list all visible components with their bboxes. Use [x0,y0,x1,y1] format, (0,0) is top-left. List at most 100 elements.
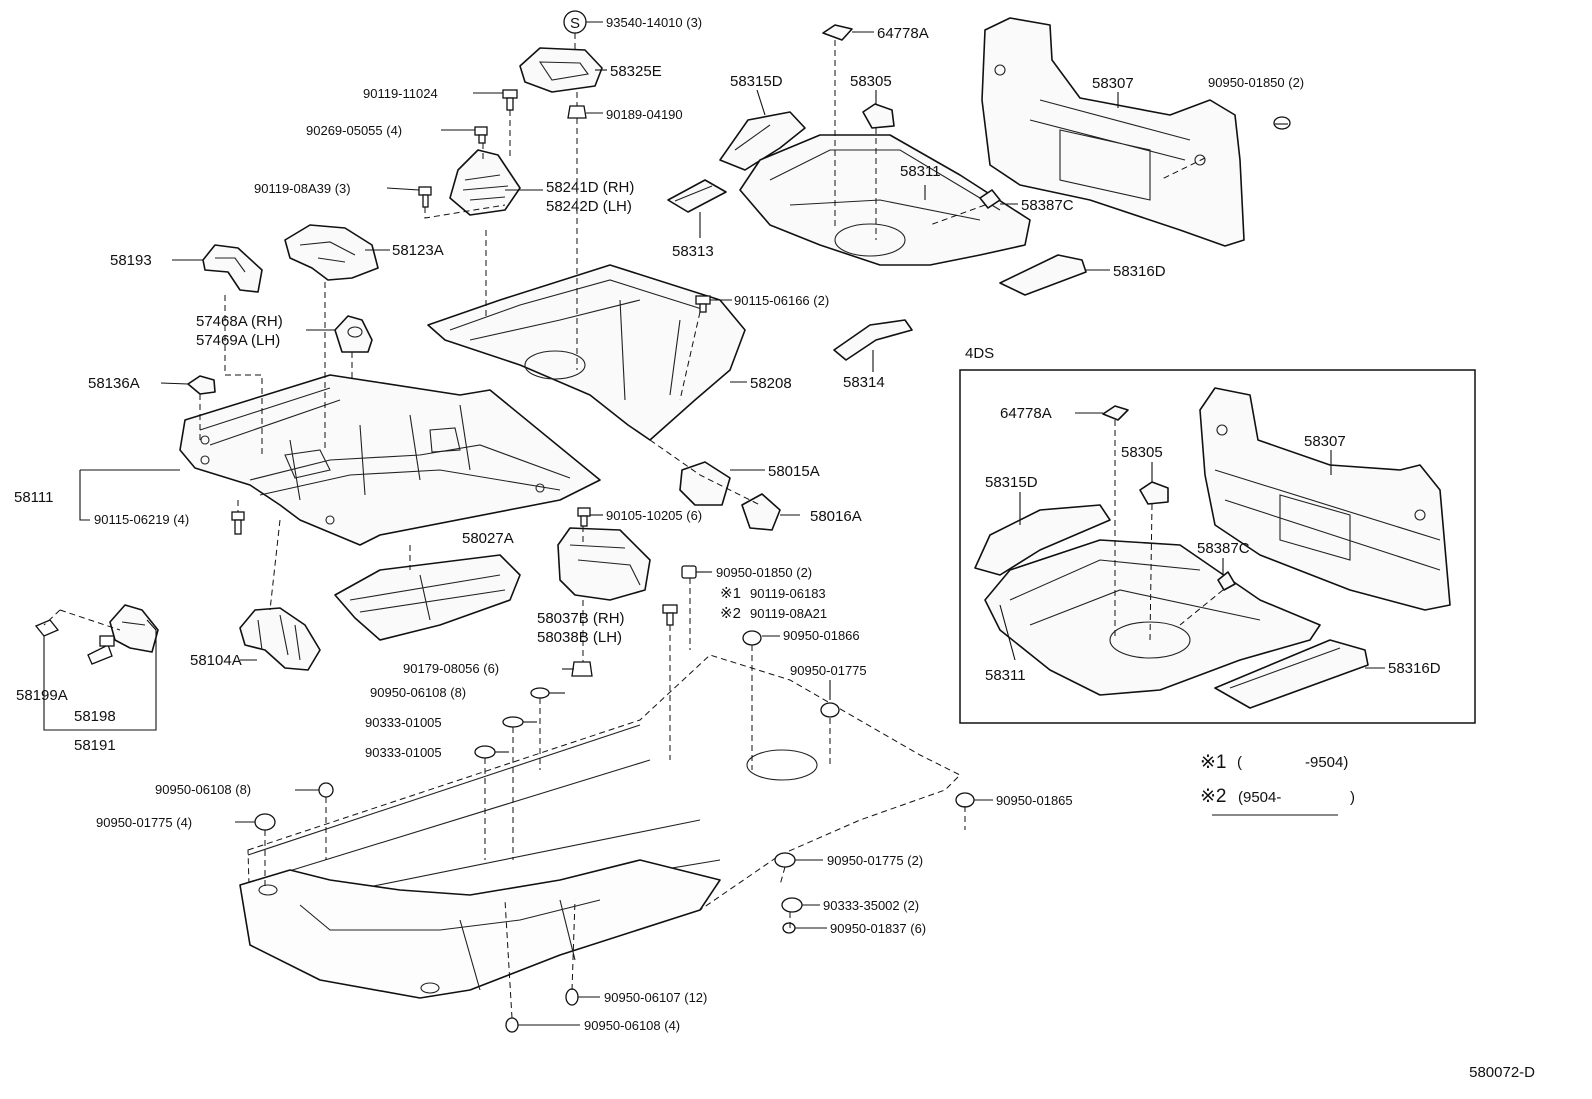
label-58136a: 58136A [88,375,140,392]
bolt-90115-06219[interactable] [231,511,245,535]
inset-label-64778a: 64778A [1000,405,1052,422]
label-58241d: 58241D (RH) [546,179,634,196]
label-90333-35002: 90333-35002 (2) [823,898,919,913]
part-58314-brace[interactable] [833,319,913,361]
grommet-90950-06108-4[interactable] [505,1017,519,1033]
clip-90950-01837[interactable] [782,922,796,934]
label-58316d: 58316D [1113,263,1166,280]
note2-close: ) [1350,789,1355,806]
inset-title: 4DS [965,345,994,362]
label-90950-01850-2b: 90950-01850 (2) [716,565,812,580]
part-58199a-plug[interactable] [34,619,60,637]
label-58311: 58311 [900,163,941,180]
part-58316d-brace[interactable] [999,254,1087,296]
part-57468a-bracket[interactable] [334,315,373,353]
label-58305: 58305 [850,73,892,90]
grommet-90950-06108-8b[interactable] [318,782,334,798]
part-58313-brace[interactable] [667,179,727,213]
label-58104a: 58104A [190,652,242,669]
nut-90179-08056[interactable] [571,661,593,677]
label-57468a: 57468A (RH) [196,313,283,330]
label-90119-08a39: 90119-08A39 (3) [254,181,351,196]
inset-4ds [959,369,1476,724]
part-64778a-pad[interactable] [822,24,853,41]
part-58307-rear-panel[interactable] [981,17,1245,247]
nut-90189-04190[interactable] [567,105,587,119]
part-58198-bolt[interactable] [87,635,115,665]
inset-label-58387c: 58387C [1197,540,1250,557]
grommet-90333-01005b[interactable] [474,745,496,759]
labels: S 93540-14010 (3) 58325E 90189-04190 901… [14,15,1535,1081]
part-58016a-bracket[interactable] [741,493,781,531]
label-93540-14010: 93540-14010 (3) [606,15,702,30]
part-58037b-bracket[interactable] [557,527,651,601]
grommet-90950-01775-2[interactable] [774,852,796,868]
s-mark: S [570,15,580,32]
part-58208-center-floor-pan[interactable] [427,264,746,441]
label-58314: 58314 [843,374,885,391]
grommet-90950-01865[interactable] [955,792,975,808]
clip-90269-05055[interactable] [474,126,488,144]
grommet-90950-01850-right[interactable] [1273,116,1291,130]
bolt-90119-08a39[interactable] [418,186,432,208]
label-90950-01775-2: 90950-01775 (2) [827,853,923,868]
label-90950-01775: 90950-01775 [790,663,867,678]
part-58104a-bracket[interactable] [239,607,321,671]
label-90950-01850-2a: 90950-01850 (2) [1208,75,1304,90]
note2-value: (9504- [1238,789,1281,806]
label-90333-01005b: 90333-01005 [365,745,442,760]
label-58387c: 58387C [1021,197,1074,214]
part-58015a-bracket[interactable] [679,461,731,506]
label-58015a: 58015A [768,463,820,480]
grommet-90950-01866[interactable] [742,630,762,646]
note1-mark-legend: ※1 [1200,752,1227,773]
label-64778a: 64778A [877,25,929,42]
grommet-90950-06108-8a[interactable] [530,687,550,699]
note1-mark: ※1 [720,585,741,602]
label-90950-01865: 90950-01865 [996,793,1073,808]
grommet-90950-01850-center[interactable] [681,565,697,579]
label-90950-06108-8a: 90950-06108 (8) [370,685,466,700]
part-58136a-clip[interactable] [187,375,216,395]
label-90119-08a21: 90119-08A21 [750,606,827,621]
label-58111: 58111 [14,489,54,506]
grommet-90333-35002[interactable] [781,897,803,913]
grommet-90333-01005a[interactable] [502,716,524,728]
label-58123a: 58123A [392,242,444,259]
bolt-90105-10205[interactable] [577,507,591,527]
leader-lines [43,21,1338,1026]
part-58305-bracket[interactable] [862,103,895,129]
label-90115-06166: 90115-06166 (2) [734,293,829,308]
part-58123a-bracket[interactable] [284,224,379,281]
grommet-90950-06107[interactable] [565,988,579,1006]
part-floor-underbody [239,654,961,999]
bolt-90119-11024[interactable] [502,89,518,111]
part-58325e-cover[interactable] [519,47,603,93]
label-90950-01775-4: 90950-01775 (4) [96,815,192,830]
label-90950-01866: 90950-01866 [783,628,860,643]
grommet-90950-01775-4[interactable] [254,813,276,831]
note2-mark: ※2 [720,605,741,622]
part-58311-rear-floor-pan[interactable] [739,134,1031,266]
label-58191: 58191 [74,737,116,754]
part-58241d-bracket[interactable] [449,149,521,216]
grommet-90950-01775[interactable] [820,702,840,718]
label-90119-06183: 90119-06183 [750,586,826,601]
bolt-90119-06183[interactable] [662,604,678,626]
label-58315d: 58315D [730,73,783,90]
part-58191-bracket[interactable] [109,604,159,653]
label-58325e: 58325E [610,63,662,80]
label-90333-01005a: 90333-01005 [365,715,442,730]
note2-mark-legend: ※2 [1200,786,1227,807]
part-58111-front-floor-pan[interactable] [179,374,601,546]
part-58193-bracket[interactable] [202,244,263,293]
label-90115-06219: 90115-06219 (4) [94,512,189,527]
label-58307: 58307 [1092,75,1134,92]
label-90189-04190: 90189-04190 [606,107,683,122]
label-58016a: 58016A [810,508,862,525]
part-58027a-crossmember[interactable] [334,554,521,641]
part-58315d-bracket[interactable] [719,111,806,171]
part-58387c-clip[interactable] [979,189,1001,209]
note1-value: -9504) [1305,754,1348,771]
